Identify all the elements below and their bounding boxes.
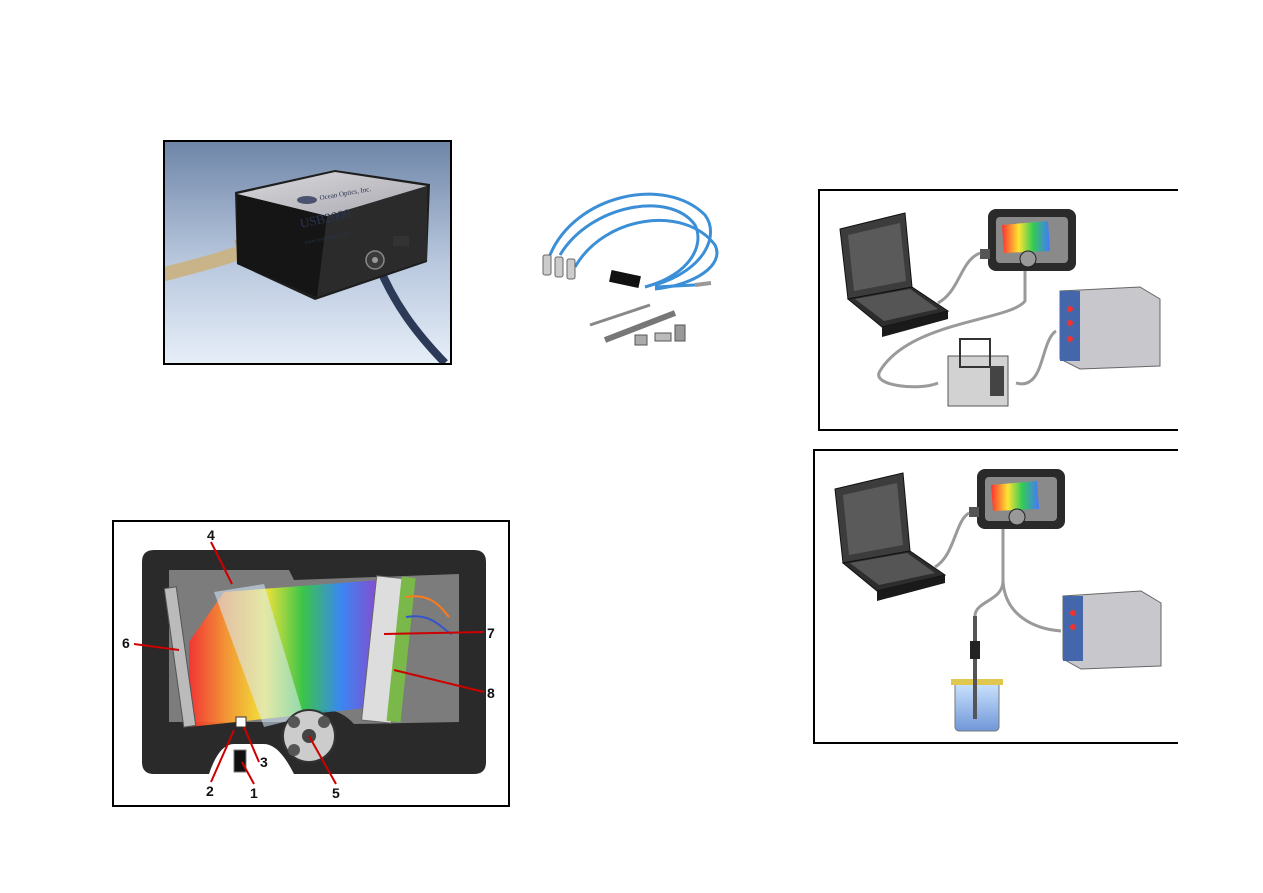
optical-bench-diagram: 4 6 7 8 2 3 1 5	[112, 520, 510, 807]
optical-bench-art: 4 6 7 8 2 3 1 5	[122, 527, 495, 801]
light-source-icon	[1059, 286, 1161, 370]
fiber-cable-art	[542, 192, 719, 346]
fiber-splitter	[609, 270, 641, 288]
cuvette-holder-icon	[947, 338, 1009, 407]
cuvette-setup-diagram	[818, 189, 1178, 431]
beaker-with-probe-icon	[951, 616, 1003, 732]
callout-7: 7	[487, 625, 495, 641]
fiber-cable-illustration	[515, 175, 730, 370]
laptop-icon	[834, 472, 947, 601]
callout-2: 2	[206, 783, 214, 799]
light-source-icon	[1062, 590, 1162, 670]
spectrometer-icon	[969, 469, 1065, 529]
usb2000-photo-art: Ocean Optics, Inc. USB2000 www.oceanopti…	[165, 142, 450, 363]
cuvette-setup-art	[839, 209, 1161, 407]
callout-8: 8	[487, 685, 495, 701]
callout-4: 4	[207, 527, 215, 543]
grating	[163, 586, 197, 728]
callout-5: 5	[332, 785, 340, 801]
usb2000-photo: Ocean Optics, Inc. USB2000 www.oceanopti…	[163, 140, 452, 365]
dip-probe-setup-diagram	[813, 449, 1178, 744]
dip-probe-setup-art	[834, 469, 1162, 732]
logo-icon	[297, 196, 317, 204]
callout-6: 6	[122, 635, 130, 651]
laptop-icon	[839, 212, 950, 337]
callout-3: 3	[260, 754, 268, 770]
spectrometer-icon	[980, 209, 1076, 271]
callout-1: 1	[250, 785, 258, 801]
